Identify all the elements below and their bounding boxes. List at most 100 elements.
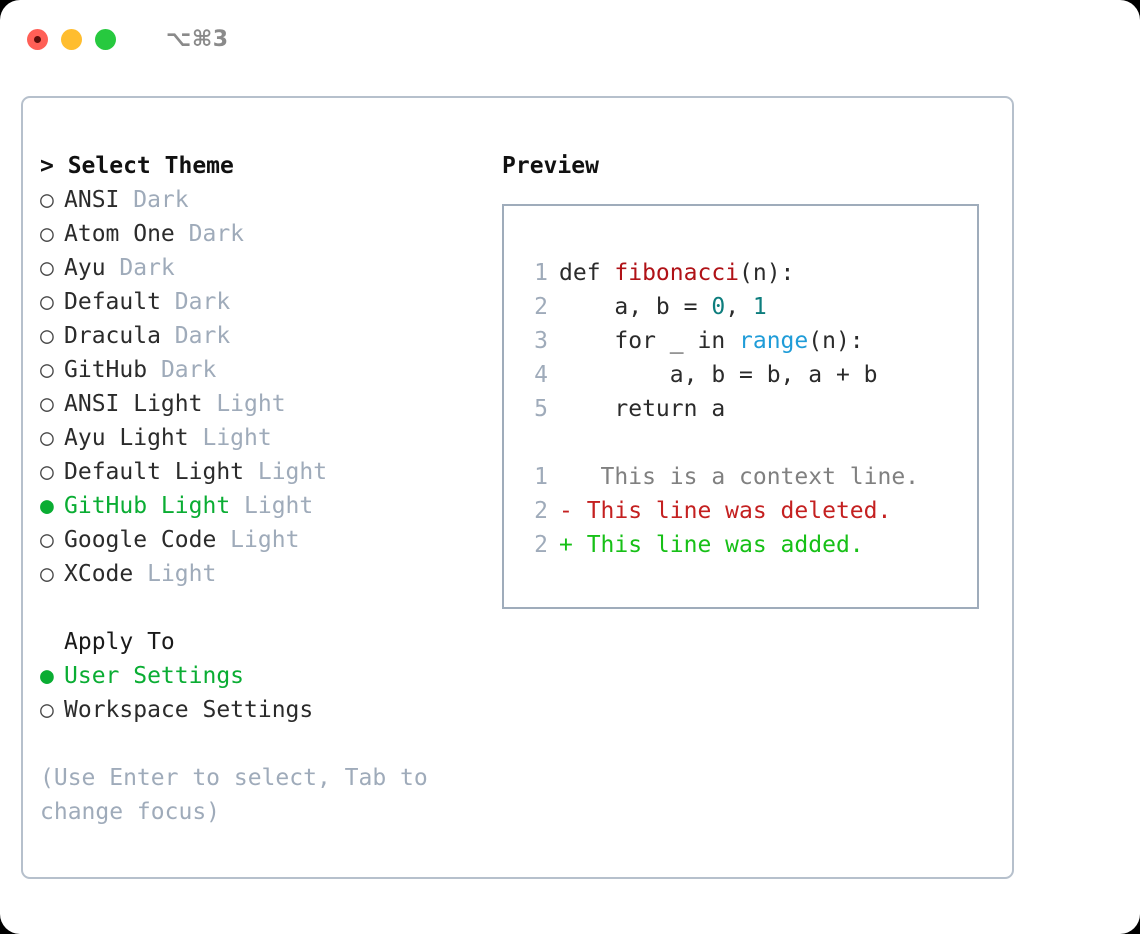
- diff-text: + This line was added.: [559, 532, 864, 558]
- window-controls: [27, 28, 116, 50]
- code-token: return a: [559, 396, 726, 422]
- line-number: 1: [534, 260, 548, 286]
- radio-unselected-icon: ○: [40, 459, 54, 485]
- diff-line: 2- This line was deleted.: [504, 494, 977, 528]
- radio-unselected-icon: ○: [40, 697, 54, 723]
- line-number: 5: [534, 396, 548, 422]
- theme-name: Ayu Light: [64, 425, 189, 451]
- radio-unselected-icon: ○: [40, 357, 54, 383]
- line-number: 2: [534, 498, 548, 524]
- code-token: ,: [725, 294, 753, 320]
- code-token: a, b = b, a + b: [559, 362, 878, 388]
- code-token: fibonacci: [614, 260, 740, 286]
- apply-to-option[interactable]: ● User Settings: [40, 659, 490, 693]
- code-token: range: [739, 328, 809, 354]
- code-token: def: [559, 260, 615, 286]
- radio-unselected-icon: ○: [40, 187, 54, 213]
- code-token: (n):: [739, 260, 795, 286]
- theme-kind-label: Dark: [160, 289, 231, 315]
- code-token: for _ in: [559, 328, 740, 354]
- theme-list-item[interactable]: ●GitHub Light Light: [40, 489, 490, 523]
- theme-name: Dracula: [64, 323, 161, 349]
- diff-sample: 1 This is a context line.2- This line wa…: [504, 460, 977, 562]
- code-line: 2 a, b = 0, 1: [504, 290, 977, 324]
- radio-unselected-icon: ○: [40, 289, 54, 315]
- diff-text: This is a context line.: [559, 464, 920, 490]
- theme-list-item[interactable]: ○ Dracula Dark: [40, 319, 490, 353]
- apply-to-label: User Settings: [64, 663, 245, 689]
- code-token: (n):: [808, 328, 864, 354]
- code-token: 0: [711, 294, 726, 320]
- title-bar: ⌥⌘3: [0, 0, 1140, 78]
- theme-kind-label: Light: [188, 425, 272, 451]
- theme-kind-label: Light: [133, 561, 217, 587]
- theme-list-item[interactable]: ○ Google Code Light: [40, 523, 490, 557]
- theme-name: Default: [64, 289, 161, 315]
- line-number: 2: [534, 532, 548, 558]
- main-panel: > Select Theme ○ANSI Dark○Atom One Dark○…: [21, 96, 1014, 879]
- preview-title: Preview: [502, 153, 599, 179]
- apply-to-label: Workspace Settings: [64, 697, 314, 723]
- code-line: 3 for _ in range(n):: [504, 324, 977, 358]
- theme-name: ANSI: [64, 187, 120, 213]
- theme-list-item[interactable]: ○ GitHub Dark: [40, 353, 490, 387]
- theme-kind-label: Light: [202, 391, 286, 417]
- apply-to-option[interactable]: ○ Workspace Settings: [40, 693, 490, 727]
- apply-to-list[interactable]: ● User Settings ○ Workspace Settings: [40, 659, 490, 727]
- theme-name: ANSI Light: [64, 391, 203, 417]
- theme-name: Atom One: [64, 221, 175, 247]
- theme-name: Default Light: [64, 459, 245, 485]
- theme-name: GitHub: [64, 357, 148, 383]
- diff-line: 1 This is a context line.: [504, 460, 977, 494]
- radio-unselected-icon: ○: [40, 255, 54, 281]
- code-line: 5 return a: [504, 392, 977, 426]
- theme-kind-label: Dark: [105, 255, 175, 281]
- maximize-window-icon[interactable]: [95, 28, 116, 50]
- line-number: 3: [534, 328, 548, 354]
- theme-selection-column: > Select Theme ○ANSI Dark○Atom One Dark○…: [40, 149, 490, 829]
- code-line: 1 def fibonacci(n):: [504, 256, 977, 290]
- radio-unselected-icon: ○: [40, 221, 54, 247]
- theme-list[interactable]: ○ ANSI Dark ○ Atom One Dark ○ Ayu Dark ○ Defaul…: [40, 183, 490, 591]
- select-theme-header: > Select Theme: [40, 153, 234, 179]
- radio-unselected-icon: ○: [40, 561, 54, 587]
- theme-list-item[interactable]: ○ Ayu Light Light: [40, 421, 490, 455]
- code-line: 4 a, b = b, a + b: [504, 358, 977, 392]
- radio-unselected-icon: ○: [40, 323, 54, 349]
- theme-kind-label: Dark: [147, 357, 217, 383]
- theme-kind-label: Light: [244, 459, 328, 485]
- radio-unselected-icon: ○: [40, 425, 54, 451]
- theme-name: Google Code: [64, 527, 217, 553]
- theme-kind-label: Dark: [174, 221, 245, 247]
- theme-kind-label: Dark: [119, 187, 189, 213]
- radio-selected-icon: ●: [40, 493, 54, 519]
- theme-list-item[interactable]: ○ Default Light Light: [40, 455, 490, 489]
- theme-name: Ayu: [64, 255, 106, 281]
- line-number: 2: [534, 294, 548, 320]
- line-number: 1: [534, 464, 548, 490]
- code-token: 1: [752, 294, 767, 320]
- theme-kind-label: Light: [216, 527, 300, 553]
- diff-line: 2 + This line was added.: [504, 528, 977, 562]
- radio-unselected-icon: ○: [40, 391, 54, 417]
- theme-list-item[interactable]: ○ ANSI Light Light: [40, 387, 490, 421]
- minimize-window-icon[interactable]: [61, 28, 82, 50]
- radio-selected-icon: ●: [40, 663, 54, 689]
- theme-list-item[interactable]: ○ Ayu Dark: [40, 251, 490, 285]
- code-token: a, b =: [559, 294, 712, 320]
- theme-name: GitHub Light: [64, 493, 231, 519]
- theme-name: XCode: [64, 561, 134, 587]
- keyboard-shortcut-label: ⌥⌘3: [166, 26, 229, 52]
- theme-kind-label: Dark: [160, 323, 231, 349]
- theme-list-item[interactable]: ○ ANSI Dark: [40, 183, 490, 217]
- radio-unselected-icon: ○: [40, 527, 54, 553]
- close-window-icon[interactable]: [27, 28, 48, 50]
- line-number: 4: [534, 362, 548, 388]
- theme-list-item[interactable]: ○ XCode Light: [40, 557, 490, 591]
- theme-list-item[interactable]: ○ Atom One Dark: [40, 217, 490, 251]
- theme-list-item[interactable]: ○ Default Dark: [40, 285, 490, 319]
